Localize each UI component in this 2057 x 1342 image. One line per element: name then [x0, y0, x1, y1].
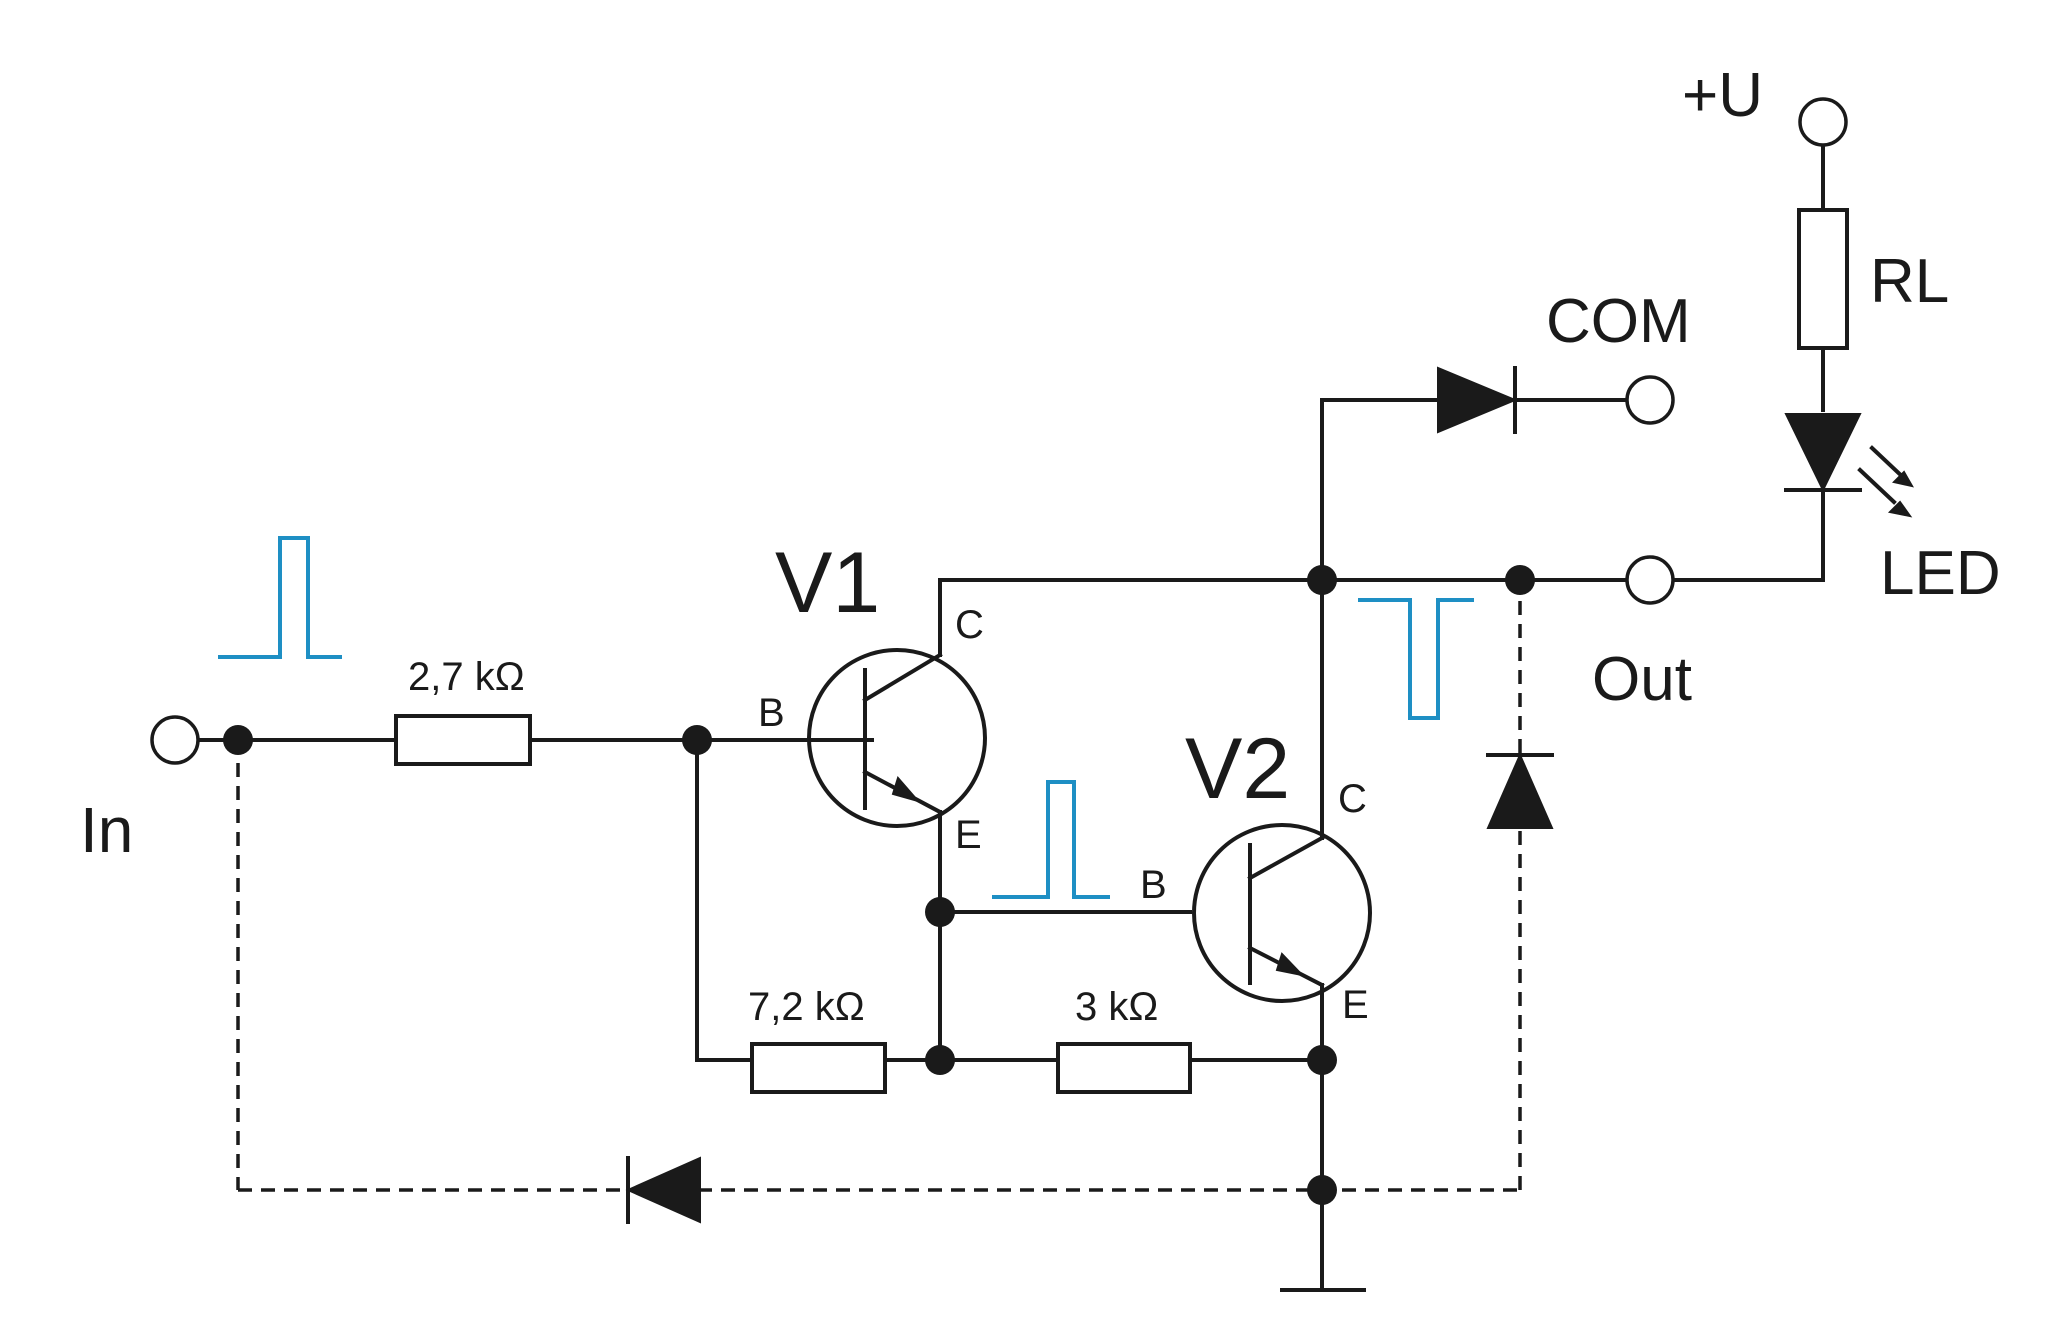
diode-protection-horizontal — [625, 1156, 701, 1224]
pulse-output-waveform — [1358, 598, 1474, 720]
transistor-v2-collector-lead — [1247, 835, 1325, 881]
diode-com-triangle-icon — [1437, 366, 1518, 434]
junction-input — [223, 725, 253, 755]
label-input: In — [80, 794, 133, 866]
label-output: Out — [1592, 645, 1692, 714]
protection-path — [236, 580, 1522, 1192]
wires — [196, 143, 1825, 1292]
label-resistor-bias: 7,2 kΩ — [748, 985, 865, 1029]
transistor-v1 — [807, 648, 987, 828]
pulse-input-waveform — [218, 536, 342, 659]
terminal-out — [1625, 555, 1675, 605]
terminal-com — [1625, 375, 1675, 425]
diode-horizontal-triangle-icon — [625, 1156, 701, 1224]
label-v1-collector: C — [955, 603, 984, 647]
label-v1-emitter: E — [955, 813, 982, 857]
led-light-arrowhead-2-icon — [1887, 500, 1913, 518]
label-v2: V2 — [1185, 721, 1290, 817]
junction-ground — [1307, 1175, 1337, 1205]
terminal-supply — [1798, 97, 1848, 147]
transistor-v2-body — [1192, 823, 1372, 1003]
label-com: COM — [1546, 287, 1691, 356]
led-light-arrow-2 — [1857, 467, 1897, 505]
transistor-v1-body — [807, 648, 987, 828]
resistor-emitter — [1056, 1042, 1192, 1094]
led — [1784, 413, 1914, 518]
diode-vertical-triangle-icon — [1486, 752, 1554, 829]
label-load: RL — [1870, 247, 1949, 316]
transistor-v2 — [1192, 823, 1372, 1003]
label-v1-base: B — [758, 691, 785, 735]
label-v2-emitter: E — [1342, 983, 1369, 1027]
junction-v1-emitter — [925, 897, 955, 927]
pulse-v2-base-waveform — [992, 780, 1110, 899]
resistor-bias — [750, 1042, 887, 1094]
junction-v1-base — [682, 725, 712, 755]
label-led: LED — [1880, 539, 2001, 608]
resistor-load — [1797, 208, 1849, 350]
label-v1: V1 — [775, 535, 880, 631]
label-supply: +U — [1682, 61, 1763, 130]
transistor-v1-collector-lead — [862, 652, 943, 703]
junctions — [223, 565, 1535, 1205]
junction-top-rail — [1307, 565, 1337, 595]
junction-out — [1505, 565, 1535, 595]
transistor-v1-emitter-arrow-icon — [891, 775, 921, 803]
led-triangle-icon — [1784, 413, 1862, 493]
diode-com — [1437, 366, 1518, 434]
label-resistor-input: 2,7 kΩ — [408, 655, 525, 699]
junction-v2-emitter — [1307, 1045, 1337, 1075]
junction-resistor-middle — [925, 1045, 955, 1075]
transistor-v2-emitter-arrow-icon — [1275, 952, 1305, 977]
terminal-input — [150, 715, 200, 765]
label-v2-collector: C — [1338, 777, 1367, 821]
led-light-arrowhead-1-icon — [1892, 470, 1914, 488]
diode-protection-vertical — [1486, 752, 1554, 829]
label-resistor-emitter: 3 kΩ — [1075, 985, 1158, 1029]
resistor-input — [394, 714, 532, 766]
label-v2-base: B — [1140, 863, 1167, 907]
